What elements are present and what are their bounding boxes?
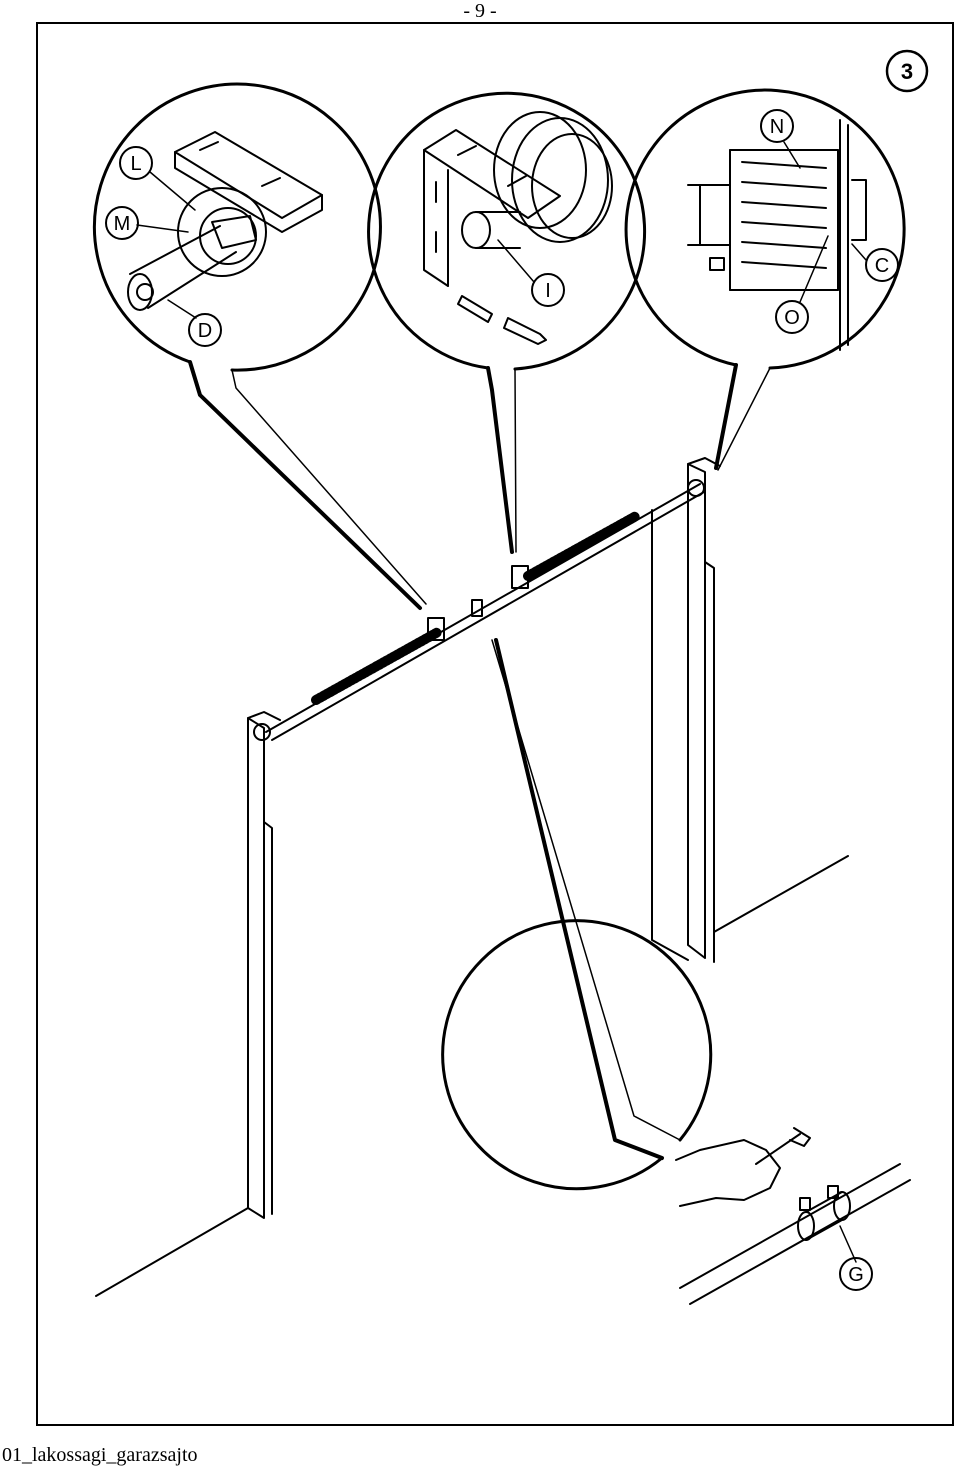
callout-N: N <box>770 116 784 138</box>
callout-O: O <box>784 307 800 329</box>
detail-circle-cable-drum <box>624 88 906 471</box>
detail-circle-end-bearing <box>367 91 647 554</box>
callout-C: C <box>875 255 889 277</box>
callout-G: G <box>848 1264 864 1286</box>
callout-M: M <box>114 213 131 235</box>
detail-circle-shaft-bracket <box>92 82 427 610</box>
figure-frame <box>36 22 954 1426</box>
document-name: 01_lakossagi_garazsajto <box>2 1444 198 1466</box>
callout-L: L <box>130 153 141 175</box>
step-number: 3 <box>901 59 913 84</box>
door-frame-assembly <box>95 457 849 1297</box>
callout-I: I <box>545 280 551 302</box>
callout-D: D <box>198 320 212 342</box>
step-badge <box>885 49 929 93</box>
detail-circle-coupling <box>441 638 911 1305</box>
page-number: - 9 - <box>463 0 497 22</box>
